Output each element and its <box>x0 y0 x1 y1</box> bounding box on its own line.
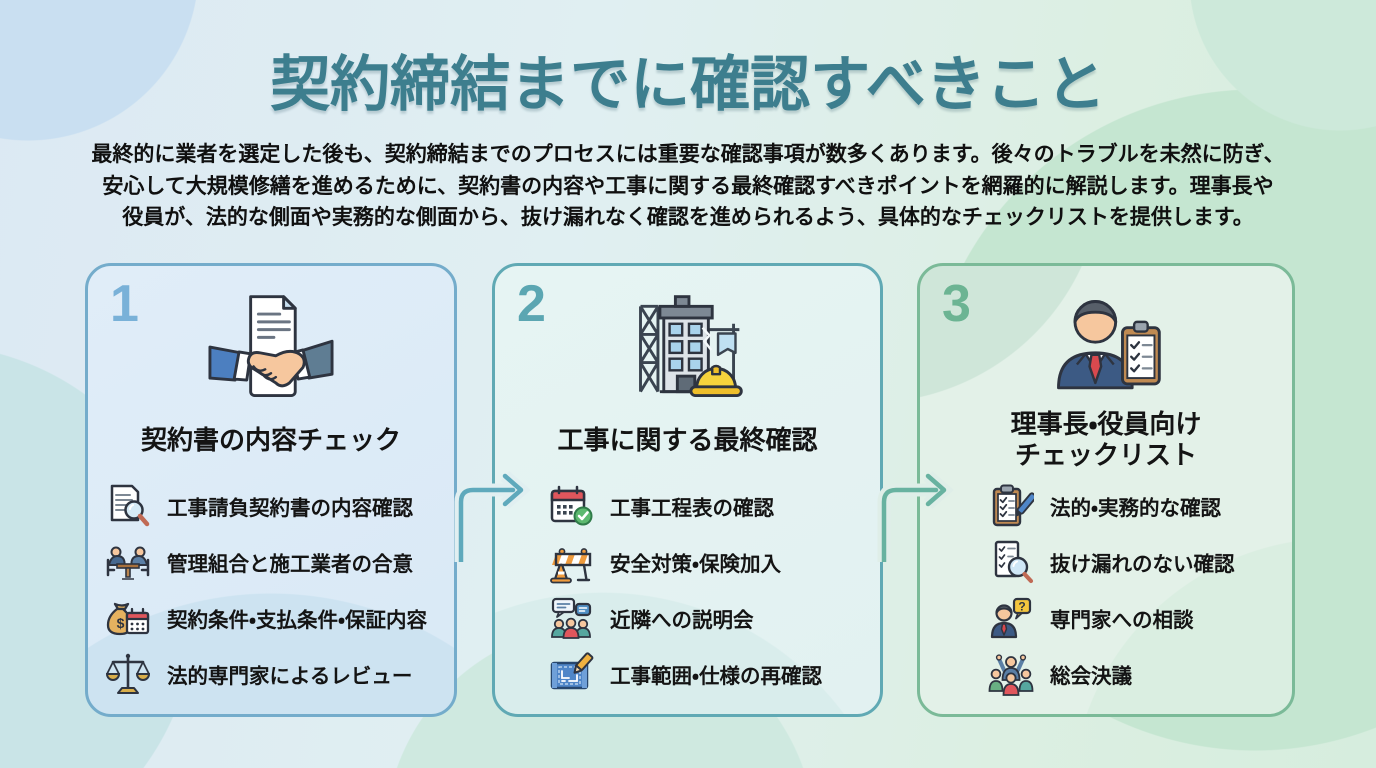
arrow-right-icon <box>870 470 954 562</box>
safety-barrier-icon <box>548 539 594 585</box>
legal-scale-icon <box>105 651 151 697</box>
card-heading: 工事に関する最終確認 <box>557 424 818 455</box>
page-title: 契約締結までに確認すべきこと <box>270 51 1106 118</box>
item-label: 安全対策・保険加入 <box>610 553 781 576</box>
item-label: 抜け漏れのない確認 <box>1050 553 1235 576</box>
item-label: 近隣への説明会 <box>610 609 754 632</box>
item-label: 専門家への相談 <box>1050 609 1194 632</box>
description-line: 安心して大規模修繕を進めるために、契約書の内容や工事に関する最終確認すべきポイン… <box>102 174 1274 198</box>
list-item: 抜け漏れのない確認 <box>988 534 1292 590</box>
list-item: 法的専門家によるレビュー <box>105 646 454 702</box>
chairman-checklist-icon <box>1043 290 1169 408</box>
card-contract-check: 1 契約書の内容チェック <box>85 263 457 717</box>
card-board-checklist: 3 理事長・役員向け チェックリスト <box>917 263 1295 717</box>
checklist: 法的・実務的な確認 抜け漏れのない確認 <box>920 478 1292 702</box>
expert-question-icon: ? <box>988 595 1034 641</box>
svg-text:?: ? <box>1018 600 1025 614</box>
contract-handshake-icon <box>208 290 334 408</box>
list-item: 工事工程表の確認 <box>548 478 880 534</box>
checklist: 工事工程表の確認 安全対策・保険加入 <box>495 478 880 702</box>
card-final-construction-check: 2 工事に関する最終確認 <box>492 263 883 717</box>
item-label: 総会決議 <box>1050 665 1132 688</box>
blueprint-scope-icon <box>548 651 594 697</box>
list-item: $ 契約条件・支払条件・保証内容 <box>105 590 454 646</box>
card-heading: 契約書の内容チェック <box>140 424 401 455</box>
list-item: 総会決議 <box>988 646 1292 702</box>
list-item: 工事範囲・仕様の再確認 <box>548 646 880 702</box>
checklist-magnifier-icon <box>988 539 1034 585</box>
checklist-pen-icon <box>988 483 1034 529</box>
step-number: 1 <box>110 275 139 333</box>
page-description: 最終的に業者を選定した後も、契約締結までのプロセスには重要な確認事項が数多くあり… <box>58 139 1318 234</box>
item-label: 契約条件・支払条件・保証内容 <box>167 609 427 632</box>
list-item: 工事請負契約書の内容確認 <box>105 478 454 534</box>
item-label: 法的・実務的な確認 <box>1050 497 1221 520</box>
description-line: 役員が、法的な側面や実務的な側面から、抜け漏れなく確認を進められるよう、具体的な… <box>122 206 1254 229</box>
checklist: 工事請負契約書の内容確認 管理組合と施工業者の合意 <box>88 478 454 702</box>
list-item: 近隣への説明会 <box>548 590 880 646</box>
description-line: 最終的に業者を選定した後も、契約締結までのプロセスには重要な確認事項が数多くあり… <box>91 143 1285 166</box>
svg-text:$: $ <box>117 615 125 631</box>
money-terms-icon: $ <box>105 595 151 641</box>
meeting-agreement-icon <box>105 539 151 585</box>
list-item: 安全対策・保険加入 <box>548 534 880 590</box>
item-label: 工事請負契約書の内容確認 <box>167 497 413 520</box>
list-item: 管理組合と施工業者の合意 <box>105 534 454 590</box>
step-number: 3 <box>942 275 971 333</box>
card-heading: 理事長・役員向け チェックリスト <box>1010 409 1202 470</box>
step-number: 2 <box>517 275 546 333</box>
item-label: 工事工程表の確認 <box>610 497 774 520</box>
arrow-right-icon <box>447 470 531 562</box>
item-label: 工事範囲・仕様の再確認 <box>610 665 822 688</box>
list-item: ? 専門家への相談 <box>988 590 1292 646</box>
schedule-calendar-check-icon <box>548 483 594 529</box>
document-magnifier-icon <box>105 483 151 529</box>
list-item: 法的・実務的な確認 <box>988 478 1292 534</box>
item-label: 法的専門家によるレビュー <box>167 665 413 688</box>
neighbors-briefing-icon <box>548 595 594 641</box>
construction-building-icon <box>625 290 751 408</box>
item-label: 管理組合と施工業者の合意 <box>167 553 413 576</box>
assembly-vote-icon <box>988 651 1034 697</box>
